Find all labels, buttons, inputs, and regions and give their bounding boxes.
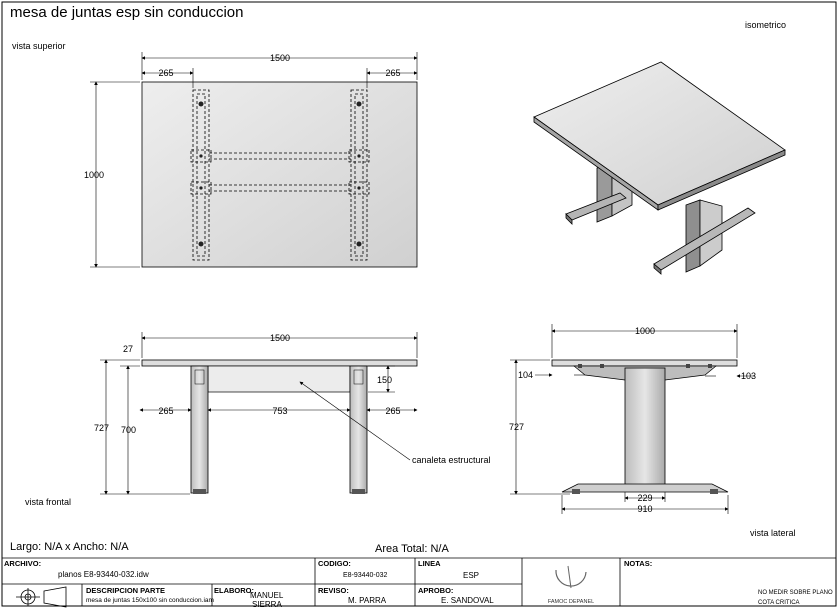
dim-front-leg-height: 700 bbox=[121, 425, 136, 435]
archivo-value: planos E8-93440-032.idw bbox=[58, 570, 149, 579]
archivo-label: ARCHIVO: bbox=[4, 559, 42, 568]
isometric-view bbox=[533, 61, 786, 275]
dim-front-thickness: 27 bbox=[123, 344, 133, 354]
descripcion-label: DESCRIPCION PARTE bbox=[86, 586, 166, 595]
dim-side-foot-inner: 229 bbox=[637, 493, 652, 503]
view-label-side: vista lateral bbox=[750, 528, 796, 538]
view-label-iso: isometrico bbox=[745, 20, 787, 30]
aprobo-label: APROBO: bbox=[418, 586, 454, 595]
dim-side-foot-outer: 910 bbox=[637, 504, 652, 514]
drawing-title: mesa de juntas esp sin conduccion bbox=[10, 4, 244, 21]
dim-top-depth: 1000 bbox=[84, 170, 104, 180]
dim-side-right: 103 bbox=[741, 371, 756, 381]
side-view: 1000 104 103 727 229 910 bbox=[509, 324, 756, 514]
linea-label: LINEA bbox=[418, 559, 441, 568]
dim-side-height: 727 bbox=[509, 422, 524, 432]
dim-top-left: 265 bbox=[158, 68, 173, 78]
company-logo: FAMOC DEPANEL bbox=[548, 565, 594, 605]
dim-front-center: 753 bbox=[272, 406, 287, 416]
reviso-label: REVISO: bbox=[318, 586, 349, 595]
view-label-top: vista superior bbox=[12, 41, 66, 51]
top-view: 1500 265 265 1000 bbox=[84, 52, 418, 268]
elaboro-value-2: SIERRA bbox=[252, 600, 282, 609]
notas-label: NOTAS: bbox=[624, 559, 653, 568]
top-surface bbox=[141, 81, 418, 268]
dim-side-width: 1000 bbox=[635, 326, 655, 336]
size-summary: Largo: N/A x Ancho: N/A bbox=[10, 541, 129, 553]
elaboro-label: ELABORO: bbox=[214, 586, 254, 595]
dim-front-beam-height: 150 bbox=[377, 375, 392, 385]
note-no-medir: NO MEDIR SOBRE PLANO bbox=[758, 590, 833, 596]
front-view: 1500 27 727 700 150 265 753 265 canaleta… bbox=[94, 332, 491, 495]
linea-value: ESP bbox=[463, 571, 480, 580]
reviso-value: M. PARRA bbox=[348, 596, 387, 605]
dim-front-total-height: 727 bbox=[94, 423, 109, 433]
dim-front-left: 265 bbox=[158, 406, 173, 416]
projection-symbol-icon bbox=[16, 586, 67, 608]
dim-front-right: 265 bbox=[385, 406, 400, 416]
svg-text:FAMOC DEPANEL: FAMOC DEPANEL bbox=[548, 599, 594, 605]
annotation-canaleta: canaleta estructural bbox=[412, 455, 491, 465]
area-summary: Area Total: N/A bbox=[375, 543, 449, 555]
dim-side-left: 104 bbox=[518, 370, 533, 380]
view-label-front: vista frontal bbox=[25, 497, 72, 507]
dim-front-width: 1500 bbox=[270, 333, 290, 343]
dim-top-right: 265 bbox=[385, 68, 400, 78]
descripcion-value: mesa de juntas 150x100 sin conduccion.ia… bbox=[86, 597, 214, 604]
elaboro-value-1: MANUEL bbox=[250, 591, 284, 600]
title-block bbox=[2, 557, 836, 606]
codigo-value: E8-93440-032 bbox=[343, 572, 388, 579]
note-cota-critica: COTA CRITICA bbox=[758, 600, 800, 606]
codigo-label: CODIGO: bbox=[318, 559, 351, 568]
dim-top-width: 1500 bbox=[270, 53, 290, 63]
aprobo-value: E. SANDOVAL bbox=[441, 596, 494, 605]
